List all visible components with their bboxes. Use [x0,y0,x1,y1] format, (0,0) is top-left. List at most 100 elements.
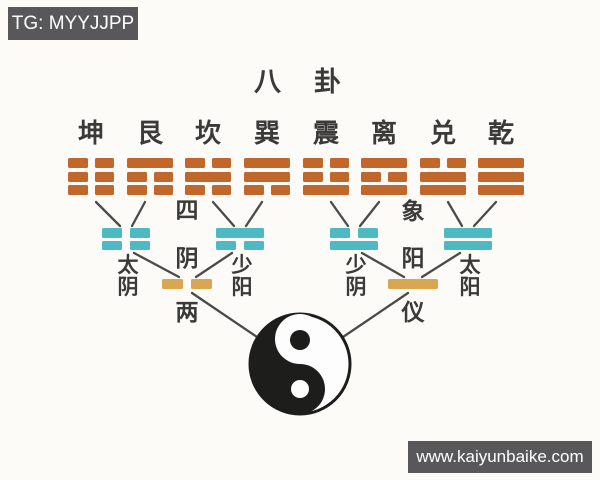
bagua-line-segment [185,158,205,168]
sixiang-line-yin [102,228,150,238]
trigram-name-label: 巽 [253,118,280,148]
watermark-bottom-text: www.kaiyunbaike.com [416,447,584,466]
sixiang-line-segment [444,228,492,238]
bagua-line-yin [420,158,466,168]
bagua-line-yang [244,158,290,168]
bagua-line-segment [94,158,114,168]
watermark-badge-top: TG: MYYJJPP [8,7,138,40]
bagua-line-yang [361,158,407,168]
bagua-line-yang [420,185,466,195]
connector-line [94,200,122,228]
liangyi-line-segment [388,279,438,289]
sixiang-line-segment [102,240,122,250]
sixiang-line-segment [216,240,236,250]
bagua-line-segment [446,158,466,168]
bagua-line-segment [127,171,147,182]
bagua-line-segment [244,171,290,182]
bagua-line-yang [185,171,231,182]
bagua-line-segment [303,185,349,195]
taiji-symbol [248,312,352,416]
bagua-line-segment [153,185,173,195]
bagua-line-segment [478,171,524,182]
connector-line [211,200,236,228]
liangyi-item [162,279,212,289]
bagua-line-segment [211,158,231,168]
bagua-line-yin [303,171,349,182]
sixiang-line-segment [444,240,492,250]
bagua-item [420,158,466,199]
bagua-line-segment [68,158,88,168]
bagua-item [303,158,349,199]
sixiang-line-yang [444,240,492,250]
connector-line [194,251,234,279]
connector-line [446,200,464,228]
bagua-line-segment [244,158,290,168]
trigram-name-label: 离 [370,118,397,148]
sixiang-line-yin [330,228,378,238]
sixiang-item [330,228,378,253]
liangyi-level-label-left: 两 [175,299,199,325]
bagua-line-yin [127,185,173,195]
taiji-yang-dot [291,380,309,398]
bagua-line-segment [420,185,466,195]
sixiang-item [102,228,150,253]
liangyi-level-label-right: 仪 [401,299,425,325]
liangyi-line-yang [388,279,438,289]
bagua-line-yang [303,185,349,195]
sixiang-name-label: 太阳 [459,254,481,299]
bagua-line-yin [303,158,349,168]
bagua-line-yin [68,185,114,195]
bagua-line-yang [244,171,290,182]
liangyi-line-yin [162,279,212,289]
bagua-line-yin [68,158,114,168]
bagua-line-segment [270,185,290,195]
sixiang-item [444,228,492,253]
page-title: 八卦 [254,67,374,97]
trigram-name-label: 震 [312,118,339,148]
connector-line [130,200,147,228]
bagua-line-segment [185,171,231,182]
connector-line [358,200,381,228]
bagua-line-segment [361,185,407,195]
bagua-line-segment [185,185,205,195]
liangyi-item [388,279,438,289]
sixiang-line-segment [102,228,122,238]
bagua-line-yin [68,171,114,182]
bagua-item [68,158,114,199]
taiji-yin-dot [290,330,310,350]
bagua-line-yin [244,185,290,195]
sixiang-line-segment [130,240,150,250]
bagua-line-segment [127,158,173,168]
bagua-item [244,158,290,199]
connector-line [360,251,406,279]
bagua-line-segment [68,171,88,182]
connector-line [190,291,259,339]
sixiang-name-label: 太阴 [117,254,139,299]
bagua-line-yang [478,171,524,182]
bagua-line-yang [361,185,407,195]
bagua-line-segment [303,158,323,168]
bagua-line-segment [94,185,114,195]
bagua-item [361,158,407,199]
sixiang-line-segment [244,240,264,250]
bagua-line-segment [329,158,349,168]
connector-line [420,251,462,279]
bagua-line-yang [127,158,173,168]
trigram-name-label: 坤 [77,118,104,148]
sixiang-line-segment [216,228,264,238]
liangyi-line-segment [162,279,183,289]
connector-line [329,200,350,228]
bagua-line-segment [127,185,147,195]
sixiang-item [216,228,264,253]
bagua-line-segment [329,171,349,182]
bagua-line-yin [127,171,173,182]
bagua-item [478,158,524,199]
sixiang-name-label: 少阴 [345,254,367,299]
sixiang-line-segment [330,228,350,238]
bagua-line-yin [185,185,231,195]
connector-line [244,200,264,228]
sixiang-line-yang [444,228,492,238]
bagua-line-segment [68,185,88,195]
